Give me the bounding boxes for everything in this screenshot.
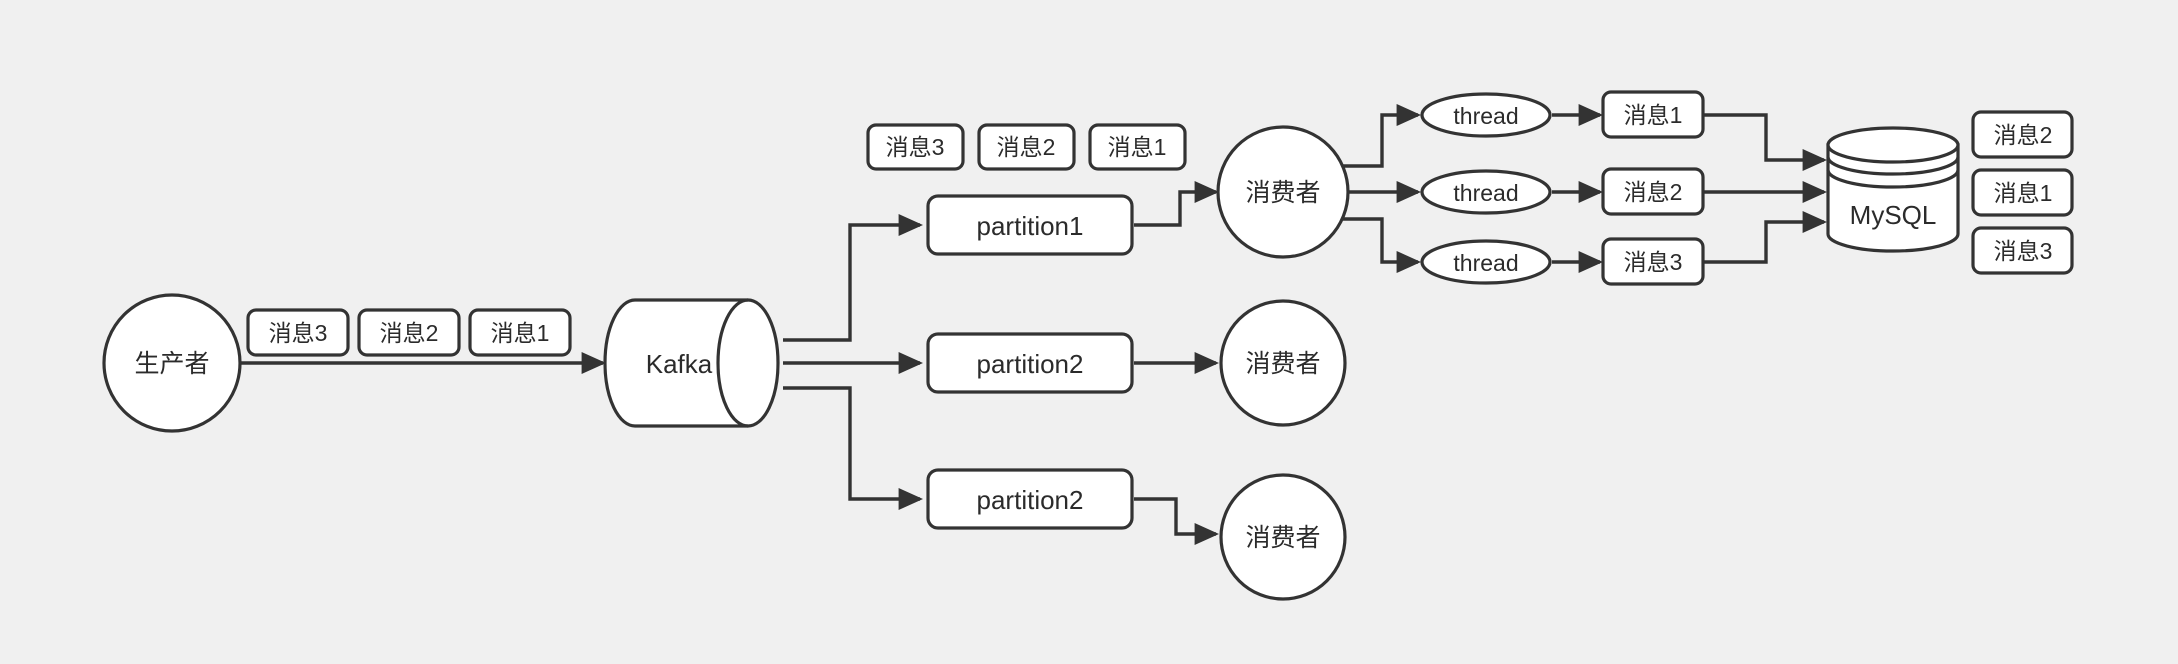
thread-message-label: 消息3 [1624, 249, 1683, 275]
edge-partition3-to-consumer3 [1134, 497, 1220, 546]
mysql-row-1[interactable]: 消息2 [1971, 110, 2074, 159]
mysql-node[interactable]: MySQL [1826, 126, 1960, 253]
mysql-cylinder-top [1826, 126, 1960, 164]
mysql-cylinder-ring-1 [1826, 156, 1960, 176]
consumer-circle [1219, 299, 1347, 427]
partition-message-label: 消息2 [997, 134, 1056, 160]
mysql-row-box [1971, 168, 2074, 217]
edge-kafka-to-partition1 [783, 213, 924, 342]
consumer-label: 消费者 [1245, 179, 1320, 207]
kafka-cylinder-cap [716, 298, 749, 428]
producer-circle [102, 293, 242, 433]
partition-node-3[interactable]: partition2 [926, 468, 1134, 530]
mysql-row-label: 消息2 [1994, 122, 2053, 148]
partition-queue-item[interactable]: 消息3 [866, 123, 965, 171]
consumer-label: 消费者 [1245, 524, 1320, 552]
consumer-label: 消费者 [1245, 350, 1320, 378]
thread-message-1[interactable]: 消息1 [1601, 90, 1705, 139]
mysql-row-box [1971, 110, 2074, 159]
edge-consumer1-to-thread3 [1334, 217, 1422, 274]
consumer-node-3[interactable]: 消费者 [1219, 473, 1347, 601]
partition-box [926, 194, 1134, 256]
edge-kafka-to-partition3 [783, 386, 924, 511]
producer-queue-item[interactable]: 消息2 [357, 308, 461, 357]
mysql-row-box [1971, 226, 2074, 275]
consumer-circle [1219, 473, 1347, 601]
partition-label: partition2 [977, 349, 1084, 379]
mysql-row-label: 消息1 [1994, 180, 2053, 206]
thread-node-2[interactable]: thread [1420, 169, 1552, 215]
partition-message-label: 消息1 [1108, 134, 1167, 160]
edge-partition1-to-consumer1 [1134, 180, 1220, 227]
producer-queue-item[interactable]: 消息3 [246, 308, 350, 357]
thread-node-3[interactable]: thread [1420, 239, 1552, 285]
producer-queue: 消息3 消息2 消息1 [246, 308, 572, 357]
edge-message3-to-mysql [1704, 210, 1828, 264]
producer-queue-item[interactable]: 消息1 [468, 308, 572, 357]
producer-node[interactable]: 生产者 [102, 293, 242, 433]
thread-message-2[interactable]: 消息2 [1601, 167, 1705, 216]
thread-ellipse [1420, 92, 1552, 138]
mysql-label: MySQL [1850, 200, 1937, 230]
edge-consumer1-to-thread1 [1334, 103, 1422, 168]
mysql-row-label: 消息3 [1994, 238, 2053, 264]
kafka-node[interactable]: Kafka [603, 298, 780, 428]
thread-message-box [1601, 237, 1705, 286]
thread-message-box [1601, 167, 1705, 216]
thread-message-3[interactable]: 消息3 [1601, 237, 1705, 286]
consumer-circle [1216, 125, 1350, 259]
partition-node-1[interactable]: partition1 [926, 194, 1134, 256]
partition-message-box [866, 123, 965, 171]
thread-ellipse [1420, 239, 1552, 285]
producer-label: 生产者 [134, 350, 209, 378]
thread-node-1[interactable]: thread [1420, 92, 1552, 138]
partition-label: partition2 [977, 485, 1084, 515]
mysql-row-2[interactable]: 消息1 [1971, 168, 2074, 217]
thread-label: thread [1453, 103, 1518, 129]
thread-message-label: 消息1 [1624, 102, 1683, 128]
producer-message-box [468, 308, 572, 357]
partition-label: partition1 [977, 211, 1084, 241]
kafka-label: Kafka [646, 349, 713, 379]
producer-message-box [246, 308, 350, 357]
thread-label: thread [1453, 250, 1518, 276]
partition-message-box [1088, 123, 1187, 171]
partition-box [926, 332, 1134, 394]
partition-box [926, 468, 1134, 530]
partition-message-label: 消息3 [886, 134, 945, 160]
edge-message1-to-mysql [1704, 113, 1828, 172]
partition-queue: 消息3 消息2 消息1 [866, 123, 1187, 171]
partition-queue-item[interactable]: 消息1 [1088, 123, 1187, 171]
producer-message-box [357, 308, 461, 357]
producer-message-label: 消息2 [380, 320, 439, 346]
producer-message-label: 消息3 [269, 320, 328, 346]
partition-message-box [977, 123, 1076, 171]
producer-message-label: 消息1 [491, 320, 550, 346]
mysql-cylinder-ring-2 [1826, 169, 1960, 189]
thread-ellipse [1420, 169, 1552, 215]
thread-message-label: 消息2 [1624, 179, 1683, 205]
partition-queue-item[interactable]: 消息2 [977, 123, 1076, 171]
partition-node-2[interactable]: partition2 [926, 332, 1134, 394]
thread-label: thread [1453, 180, 1518, 206]
consumer-node-1[interactable]: 消费者 [1216, 125, 1350, 259]
thread-message-box [1601, 90, 1705, 139]
mysql-row-3[interactable]: 消息3 [1971, 226, 2074, 275]
consumer-node-2[interactable]: 消费者 [1219, 299, 1347, 427]
